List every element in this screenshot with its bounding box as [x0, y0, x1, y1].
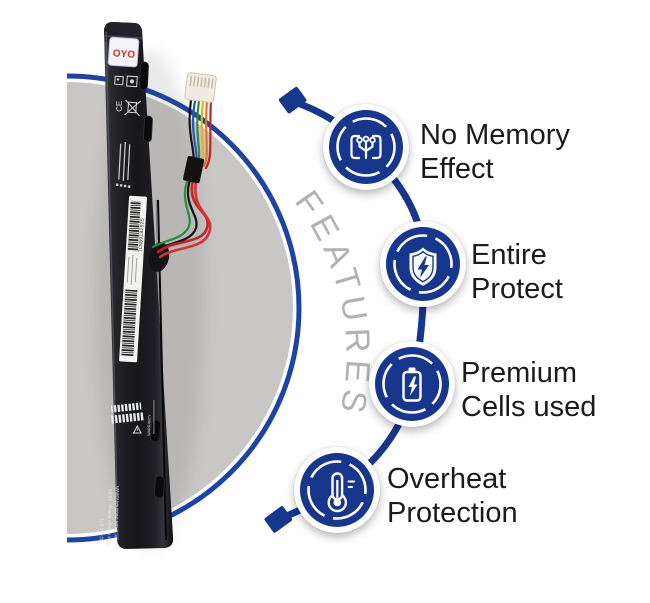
feature-badge-premium-cells: [369, 341, 455, 427]
feature-badge-no-memory-effect: [323, 104, 409, 190]
warranty-block: WARRANTY: [132, 400, 155, 436]
thermometer-icon: [300, 453, 374, 527]
brand-logo-text: OYO: [112, 48, 135, 61]
feature-label-line: Protection: [387, 497, 518, 529]
svg-text:Max Charge Voltage: 16.8V: Max Charge Voltage: 16.8V: [106, 488, 113, 545]
certification-marks: CE: [114, 75, 141, 117]
feature-label-no-memory-effect: No Memory Effect: [420, 118, 570, 186]
connector-endcap-bottom: [264, 506, 293, 533]
svg-text:Li-ion: 14.8V 2600mAh/38Wh: Li-ion: 14.8V 2600mAh/38Wh: [113, 485, 120, 546]
printed-text-lines: [115, 141, 131, 188]
warning-triangle-icon: [132, 424, 142, 434]
connector-plug: [184, 72, 217, 103]
feature-label-line: Overheat: [387, 463, 507, 495]
svg-text:TC-VS-571: TC-VS-571: [99, 518, 106, 543]
ce-mark: CE: [115, 101, 124, 112]
feature-badge-entire-protect: [380, 221, 466, 307]
brand-sticker: OYO: [107, 36, 140, 68]
feature-label-line: No Memory: [420, 119, 570, 151]
blue-ring: [67, 73, 302, 543]
feature-label-line: Cells used: [461, 391, 597, 423]
feature-label-overheat-protection: Overheat Protection: [387, 462, 518, 530]
battery-image: OYO CE: [99, 22, 217, 549]
shield-lightning-icon: [386, 227, 460, 301]
feature-label-premium-cells: Premium Cells used: [461, 356, 596, 424]
feature-badge-overheat-protection: [294, 447, 380, 533]
wire-bundle: [148, 97, 213, 272]
crossed-bin-icon: [124, 99, 141, 117]
contact-pins: [110, 402, 145, 424]
barcode-label: TCN09182925: [119, 195, 148, 363]
spec-text: TC-VS-571 Max Charge Voltage: 16.8V Li-i…: [99, 485, 120, 546]
feature-label-line: Entire: [471, 239, 547, 271]
connector-endcap-top: [278, 86, 307, 114]
feature-label-line: Effect: [420, 153, 494, 185]
warranty-text: WARRANTY: [147, 414, 152, 436]
battery-lightning-icon: [375, 347, 449, 421]
memory-chip-icon: [329, 110, 403, 184]
feature-label-entire-protect: Entire Protect: [471, 238, 563, 306]
tape-wrap: [183, 155, 205, 184]
barcode-text: TCN09182925: [138, 218, 146, 253]
feature-label-line: Protect: [471, 273, 563, 305]
feature-label-line: Premium: [461, 357, 578, 389]
